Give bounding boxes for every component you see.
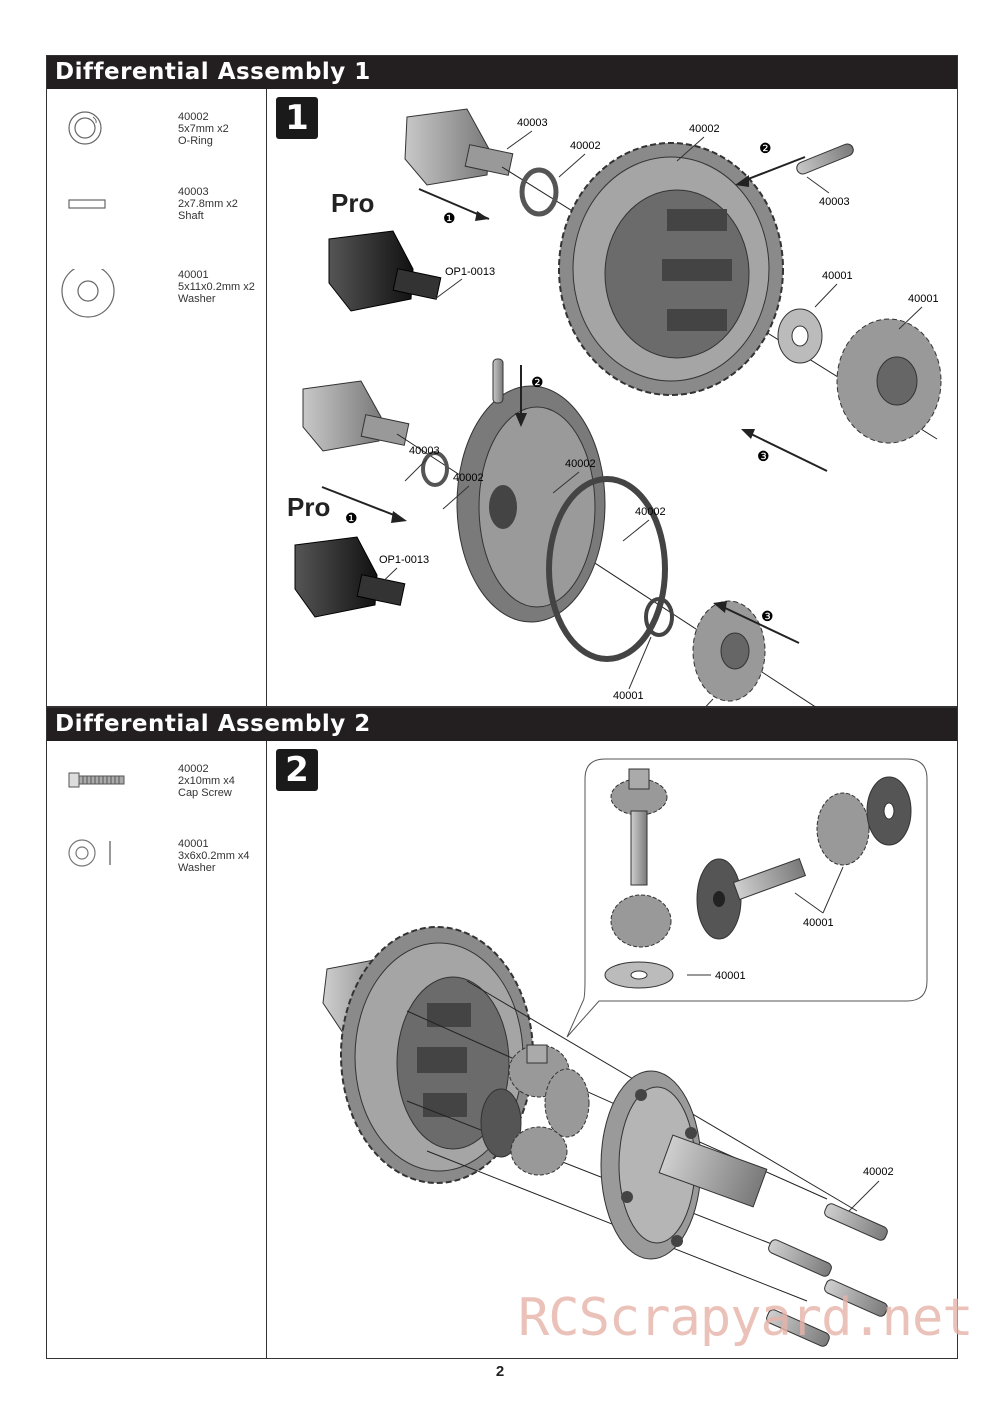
step-marker: ❸: [761, 608, 774, 624]
pro-outdrive: [294, 536, 406, 618]
diff-cover: [456, 385, 606, 623]
washer-icon: [61, 269, 115, 318]
part-item: 40001 3x6x0.2mm x4 Washer: [47, 838, 266, 908]
callout: 40001: [822, 270, 853, 282]
shaft-icon: [68, 199, 106, 209]
part-size: 2x10mm x4: [178, 775, 235, 787]
step-number-badge: 1: [276, 97, 318, 139]
exploded-diagram-2: 40001 40001: [322, 758, 928, 1347]
part-name: Cap Screw: [178, 787, 232, 799]
callout: 40003: [819, 196, 850, 208]
part-number: 40001: [178, 269, 209, 281]
small-washer-icon: [68, 839, 111, 867]
page-number: 2: [495, 1363, 505, 1380]
callout: 40001: [908, 293, 939, 305]
part-size: 5x7mm x2: [178, 123, 229, 135]
watermark: RCScrapyard.net: [518, 1288, 974, 1348]
diagram-area: 1: [267, 89, 957, 707]
cap-screws: [766, 1203, 888, 1347]
callout: 40001: [715, 970, 746, 982]
part-number: 40001: [178, 838, 209, 850]
part-item: 40002 5x7mm x2 O-Ring: [47, 111, 266, 181]
callout: 40003: [517, 117, 548, 129]
exploded-diagram-1: Pro OP1-0013 ❶ ❷ ❸ 40003 40002 40002: [287, 108, 942, 707]
parts-sidebar: 40002 2x10mm x4 Cap Screw 40001 3x6x0.2m…: [47, 741, 267, 1358]
gasket: [546, 476, 668, 662]
diff-cup: [696, 857, 807, 940]
callout: 40002: [565, 458, 596, 470]
pro-outdrive: [328, 230, 442, 312]
section-differential-assembly-1: Differential Assembly 1 40002 5x7mm x2 O…: [46, 55, 958, 707]
callout: 40002: [570, 140, 601, 152]
part-item: 40002 2x10mm x4 Cap Screw: [47, 763, 266, 833]
part-name: O-Ring: [178, 135, 213, 147]
callout: 40003: [409, 445, 440, 457]
pin-shaft: [492, 358, 504, 404]
step-marker: ❶: [345, 510, 358, 526]
pro-label: Pro: [287, 492, 330, 522]
bevel-gear: [816, 792, 870, 866]
callout: 40002: [453, 472, 484, 484]
cap-screw-icon: [68, 772, 125, 788]
step-marker: ❷: [531, 374, 544, 390]
bevel-gear: [836, 318, 942, 444]
part-number: 40002: [178, 111, 209, 123]
inner-gears: [480, 1044, 590, 1176]
part-item: 40001 5x11x0.2mm x2 Washer: [47, 269, 266, 339]
callout: 40002: [689, 123, 720, 135]
bevel-gear: [692, 600, 766, 702]
section-differential-assembly-2: Differential Assembly 2 40002 2x10mm x4 …: [46, 707, 958, 1359]
o-ring: [519, 167, 559, 217]
part-size: 5x11x0.2mm x2: [178, 281, 255, 293]
section-title: Differential Assembly 2: [47, 708, 957, 741]
step-marker: ❶: [443, 210, 456, 226]
section-title: Differential Assembly 1: [47, 56, 957, 89]
callout: 40001: [613, 690, 644, 702]
callout: 40002: [635, 506, 666, 518]
diff-case: [600, 1070, 768, 1260]
upper-outdrive: [404, 108, 514, 186]
pinion-shaft: [610, 768, 668, 886]
part-number: 40002: [178, 763, 209, 775]
part-number: 40003: [178, 186, 209, 198]
bevel-gear: [610, 894, 672, 948]
parts-sidebar: 40002 5x7mm x2 O-Ring 40003 2x7.8mm x2 S…: [47, 89, 267, 706]
callout: OP1-0013: [445, 266, 495, 278]
callout: 40002: [863, 1166, 894, 1178]
pro-label: Pro: [331, 188, 374, 218]
lower-outdrive: [302, 380, 410, 452]
step-number-badge: 2: [276, 749, 318, 791]
spur-gear: [558, 142, 784, 396]
o-ring-icon: [68, 111, 102, 145]
part-item: 40003 2x7.8mm x2 Shaft: [47, 186, 266, 256]
step-marker: ❸: [757, 448, 770, 464]
part-name: Washer: [178, 293, 216, 305]
pin-shaft: [796, 143, 854, 175]
part-size: 2x7.8mm x2: [178, 198, 238, 210]
diagram-area: 2 40001: [267, 741, 957, 1358]
step-marker: ❷: [759, 140, 772, 156]
detail-inset: 40001 40001: [566, 758, 928, 1038]
part-name: Shaft: [178, 210, 204, 222]
part-size: 3x6x0.2mm x4: [178, 850, 250, 862]
washer: [644, 597, 674, 637]
o-ring: [421, 451, 449, 487]
part-name: Washer: [178, 862, 216, 874]
callout: OP1-0013: [379, 554, 429, 566]
callout: 40001: [803, 917, 834, 929]
